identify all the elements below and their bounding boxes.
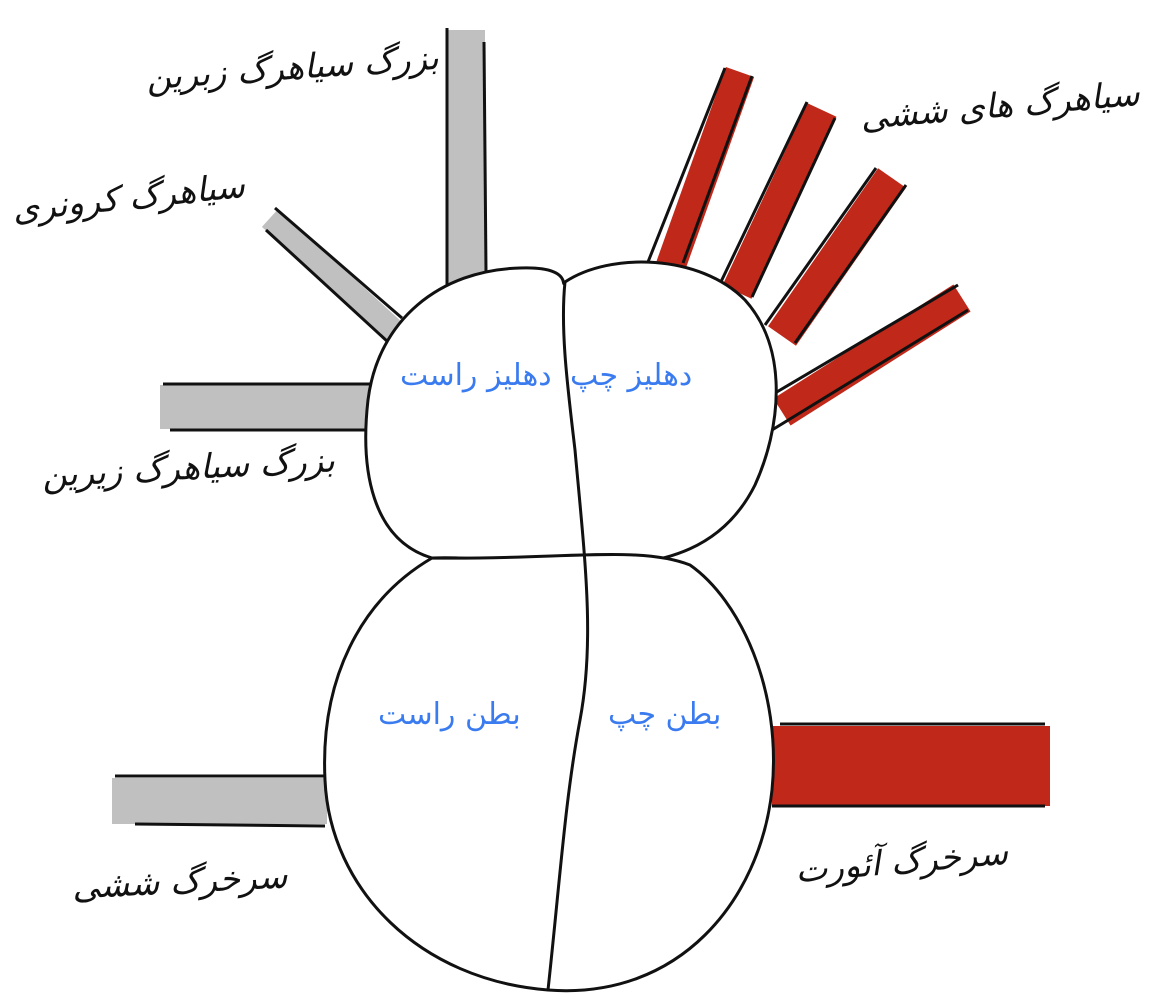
- septum-line: [546, 281, 590, 991]
- pulmonary-veins-vessels: [646, 66, 971, 432]
- aorta-vessel: [772, 722, 1050, 808]
- pulmonary-artery-vessel: [112, 774, 327, 828]
- superior-vena-cava-vessel: [445, 28, 488, 285]
- right-ventricle-label: بطن راست: [378, 697, 521, 732]
- coronary-vein-vessel: [261, 206, 404, 344]
- right-atrium-label: دهلیز راست: [400, 358, 552, 393]
- left-ventricle-label: بطن چپ: [608, 697, 722, 732]
- inferior-vena-cava-vessel: [160, 382, 372, 432]
- ventricles-outline: [323, 552, 775, 993]
- left-atrium-label: دهلیز چپ: [570, 358, 693, 393]
